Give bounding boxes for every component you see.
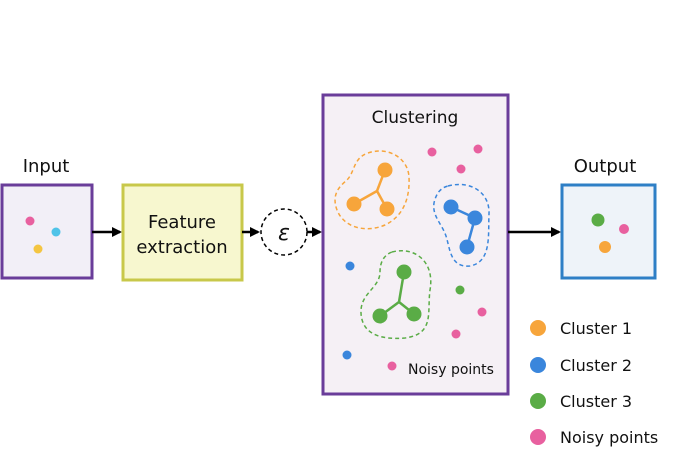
- legend: Cluster 1 Cluster 2 Cluster 3 Noisy poin…: [530, 319, 658, 447]
- legend-swatch-cluster-2: [530, 357, 546, 373]
- cluster-1-boundary: [334, 150, 410, 230]
- cluster-2-point: [443, 199, 459, 215]
- output-point: [591, 213, 605, 227]
- cluster-3-point: [406, 306, 422, 322]
- noisy-points-label: Noisy points: [408, 362, 494, 378]
- stray-point: [345, 261, 355, 271]
- cluster-3-point: [396, 264, 412, 280]
- stray-point: [342, 350, 352, 360]
- cluster-2-boundary: [433, 183, 490, 267]
- input-point: [33, 244, 43, 254]
- clustering-title: Clustering: [372, 108, 459, 128]
- legend-swatch-noisy-points: [530, 429, 546, 445]
- stray-point: [455, 285, 465, 295]
- legend-label-noisy-points: Noisy points: [560, 428, 658, 447]
- input-point: [51, 227, 61, 237]
- legend-swatch-cluster-1: [530, 320, 546, 336]
- noisy-point: [387, 361, 397, 371]
- noisy-point: [427, 147, 437, 157]
- noisy-point: [477, 307, 487, 317]
- input-label: Input: [23, 156, 70, 177]
- cluster-1-point: [377, 162, 393, 178]
- feature-extraction-line1: Feature: [148, 212, 216, 233]
- output-box: [560, 183, 657, 280]
- noisy-point: [451, 329, 461, 339]
- legend-swatch-cluster-3: [530, 393, 546, 409]
- cluster-3-boundary: [360, 250, 432, 340]
- output-point: [619, 224, 629, 234]
- input-box: [0, 183, 94, 280]
- epsilon-symbol: ε: [278, 221, 290, 246]
- cluster-2-point: [459, 239, 475, 255]
- noisy-point: [473, 144, 483, 154]
- noisy-point: [456, 164, 466, 174]
- legend-label-cluster-2: Cluster 2: [560, 356, 632, 375]
- input-point: [25, 216, 35, 226]
- cluster-3-point: [372, 308, 388, 324]
- clustering-panel: [321, 93, 510, 396]
- output-label: Output: [574, 156, 637, 177]
- legend-label-cluster-1: Cluster 1: [560, 319, 632, 338]
- cluster-2-point: [467, 210, 483, 226]
- legend-label-cluster-3: Cluster 3: [560, 392, 632, 411]
- output-point: [599, 241, 611, 253]
- cluster-1-point: [379, 201, 395, 217]
- feature-extraction-line2: extraction: [136, 237, 227, 258]
- cluster-1-point: [346, 196, 362, 212]
